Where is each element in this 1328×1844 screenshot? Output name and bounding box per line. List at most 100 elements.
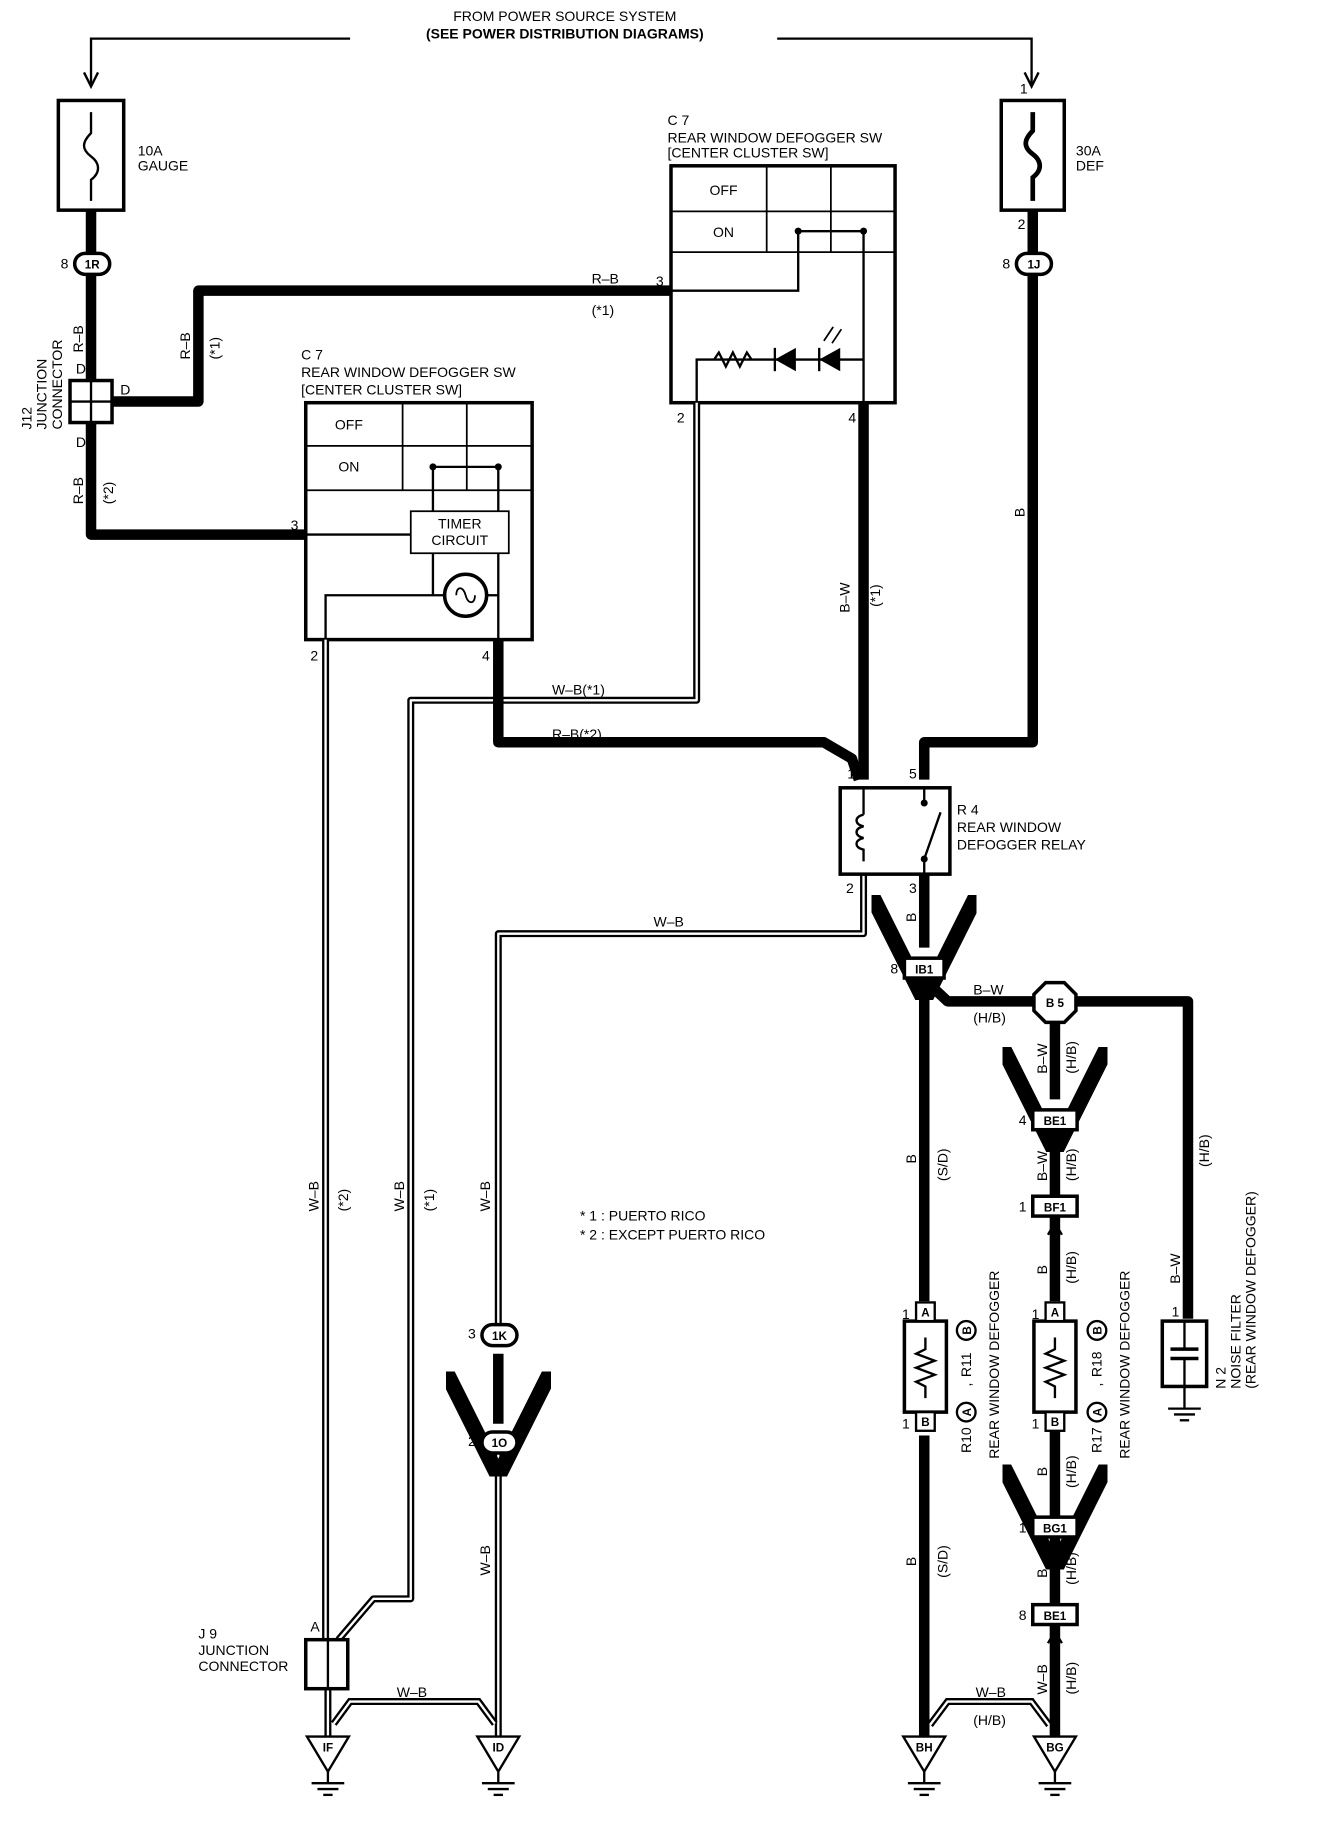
timer-lamp-icon (442, 572, 489, 619)
svg-text:REAR WINDOW DEFOGGER SW: REAR WINDOW DEFOGGER SW (668, 129, 883, 145)
svg-text:(H/B): (H/B) (1063, 1041, 1079, 1074)
svg-text:B–W: B–W (1034, 1043, 1050, 1074)
svg-text:R10: R10 (958, 1427, 974, 1453)
rear-defogger-switch-puerto-rico: C 7 REAR WINDOW DEFOGGER SW [CENTER CLUS… (656, 112, 897, 426)
svg-text:[CENTER CLUSTER SW]: [CENTER CLUSTER SW] (668, 145, 829, 161)
svg-text:DEFOGGER RELAY: DEFOGGER RELAY (957, 837, 1087, 853)
svg-text:A: A (921, 1306, 930, 1319)
svg-text:C 7: C 7 (301, 347, 323, 363)
svg-text:IB1: IB1 (915, 963, 934, 976)
svg-text:CONNECTOR: CONNECTOR (49, 340, 65, 430)
relay-contact-icon (920, 787, 942, 875)
svg-text:B: B (903, 1154, 919, 1163)
fuse-element-icon (82, 112, 100, 201)
svg-text:N 2: N 2 (1212, 1367, 1228, 1389)
connector-bf1: 1 BF1 (1019, 1194, 1079, 1218)
svg-text:A: A (1051, 1306, 1060, 1319)
diode-icon (773, 347, 796, 372)
svg-text:W–B: W–B (391, 1181, 407, 1211)
ground-icon (1168, 1407, 1201, 1422)
timer-circuit-block (409, 510, 510, 555)
svg-text:1J: 1J (1027, 259, 1040, 272)
svg-text:2: 2 (846, 880, 854, 896)
svg-text:D: D (76, 361, 86, 377)
svg-text:(S/D): (S/D) (935, 1545, 951, 1578)
svg-text:D: D (120, 382, 130, 398)
svg-text:4: 4 (848, 410, 856, 426)
svg-text:A: A (1092, 1407, 1105, 1416)
svg-text:J12: J12 (19, 407, 35, 430)
svg-text:5: 5 (909, 765, 917, 781)
rear-defogger-relay: 1 5 2 3 R 4 REAR WINDOW DEFOGGER RELAY (838, 765, 1087, 896)
svg-text:REAR WINDOW DEFOGGER: REAR WINDOW DEFOGGER (986, 1271, 1002, 1459)
j9-junction-connector: A J 9 JUNCTION CONNECTOR (198, 1619, 350, 1691)
fuse-def-pin-top: 1 (1020, 80, 1028, 96)
svg-text:B: B (1092, 1326, 1105, 1334)
svg-text:3: 3 (656, 273, 664, 289)
source-wire-left (89, 37, 351, 85)
svg-text:B: B (1034, 1568, 1050, 1577)
connector-arrow-icon (1046, 1220, 1063, 1236)
svg-text:[CENTER CLUSTER SW]: [CENTER CLUSTER SW] (301, 382, 462, 398)
svg-text:(H/B): (H/B) (973, 1009, 1006, 1025)
fuse-def-pin-bottom: 2 (1018, 216, 1026, 232)
header-line-2: (SEE POWER DISTRIBUTION DIAGRAMS) (426, 26, 704, 42)
svg-text:BF1: BF1 (1044, 1201, 1067, 1214)
svg-text:1: 1 (1019, 1519, 1027, 1535)
ground-icon (481, 1782, 515, 1797)
svg-text:ON: ON (713, 224, 734, 240)
led-indicator-icon (818, 326, 843, 372)
wire-label-rb: R–B (592, 271, 619, 287)
svg-text:BG1: BG1 (1043, 1522, 1067, 1535)
fuse-def-name: DEF (1076, 157, 1104, 173)
fuse-gauge-name: GAUGE (138, 157, 189, 173)
resistor-icon (713, 349, 753, 370)
source-arrow-right (1023, 71, 1040, 90)
svg-text:(H/B): (H/B) (1063, 1662, 1079, 1695)
svg-text:D: D (76, 434, 86, 450)
wire-label-rb: R–B (70, 477, 86, 504)
svg-text:B: B (903, 1557, 919, 1566)
svg-text:B–W: B–W (973, 981, 1004, 997)
svg-text:REAR WINDOW DEFOGGER: REAR WINDOW DEFOGGER (1117, 1271, 1133, 1459)
wire-label-wb: W–B (653, 914, 683, 930)
note-puerto-rico: * 1 : PUERTO RICO (580, 1208, 706, 1224)
svg-text:1: 1 (1019, 1198, 1027, 1214)
svg-text:R17: R17 (1089, 1427, 1105, 1453)
svg-text:1O: 1O (492, 1437, 508, 1450)
svg-text:W–B: W–B (976, 1684, 1006, 1700)
svg-text:B: B (1034, 1265, 1050, 1274)
svg-text:BE1: BE1 (1044, 1115, 1067, 1128)
svg-text:8: 8 (890, 960, 898, 976)
note-except-puerto-rico: * 2 : EXCEPT PUERTO RICO (580, 1226, 765, 1242)
svg-text:W–B: W–B (477, 1545, 493, 1575)
svg-text:TIMER: TIMER (438, 516, 482, 532)
fuse-def-amp: 30A (1076, 142, 1102, 158)
svg-text:W–B: W–B (397, 1684, 427, 1700)
wb-wires-left (322, 402, 868, 1737)
svg-text:(*1): (*1) (421, 1189, 437, 1212)
svg-text:ON: ON (338, 459, 359, 475)
svg-text:OFF: OFF (335, 417, 363, 433)
svg-text:A: A (961, 1407, 974, 1416)
connector-bg1: 1 BG1 (1019, 1515, 1079, 1539)
footnotes: * 1 : PUERTO RICO * 2 : EXCEPT PUERTO RI… (580, 1208, 765, 1243)
connector-1j: 8 1J (1002, 251, 1054, 277)
svg-text:8: 8 (1002, 256, 1010, 272)
svg-text:B–W: B–W (1167, 1253, 1183, 1284)
svg-text:2: 2 (310, 648, 318, 664)
svg-text:1: 1 (1032, 1306, 1040, 1322)
ground-bg: BG (1031, 1735, 1078, 1797)
svg-text:OFF: OFF (710, 182, 738, 198)
svg-text:3: 3 (291, 517, 299, 533)
heater-element-icon (1042, 1337, 1068, 1399)
svg-text:B–W: B–W (837, 582, 853, 613)
svg-text:3: 3 (909, 880, 917, 896)
svg-text:JUNCTION: JUNCTION (34, 359, 50, 430)
connector-be1-lower: 8 BE1 (1019, 1602, 1079, 1627)
svg-text:R 4: R 4 (957, 802, 979, 818)
connector-1o: 2 1O (468, 1430, 519, 1455)
rear-window-defogger-1: A B 1 1 B A R11 , R10 REAR WINDOW DEFOGG… (902, 1271, 1002, 1459)
svg-text:(H/B): (H/B) (973, 1712, 1006, 1728)
svg-text:,: , (958, 1383, 974, 1387)
